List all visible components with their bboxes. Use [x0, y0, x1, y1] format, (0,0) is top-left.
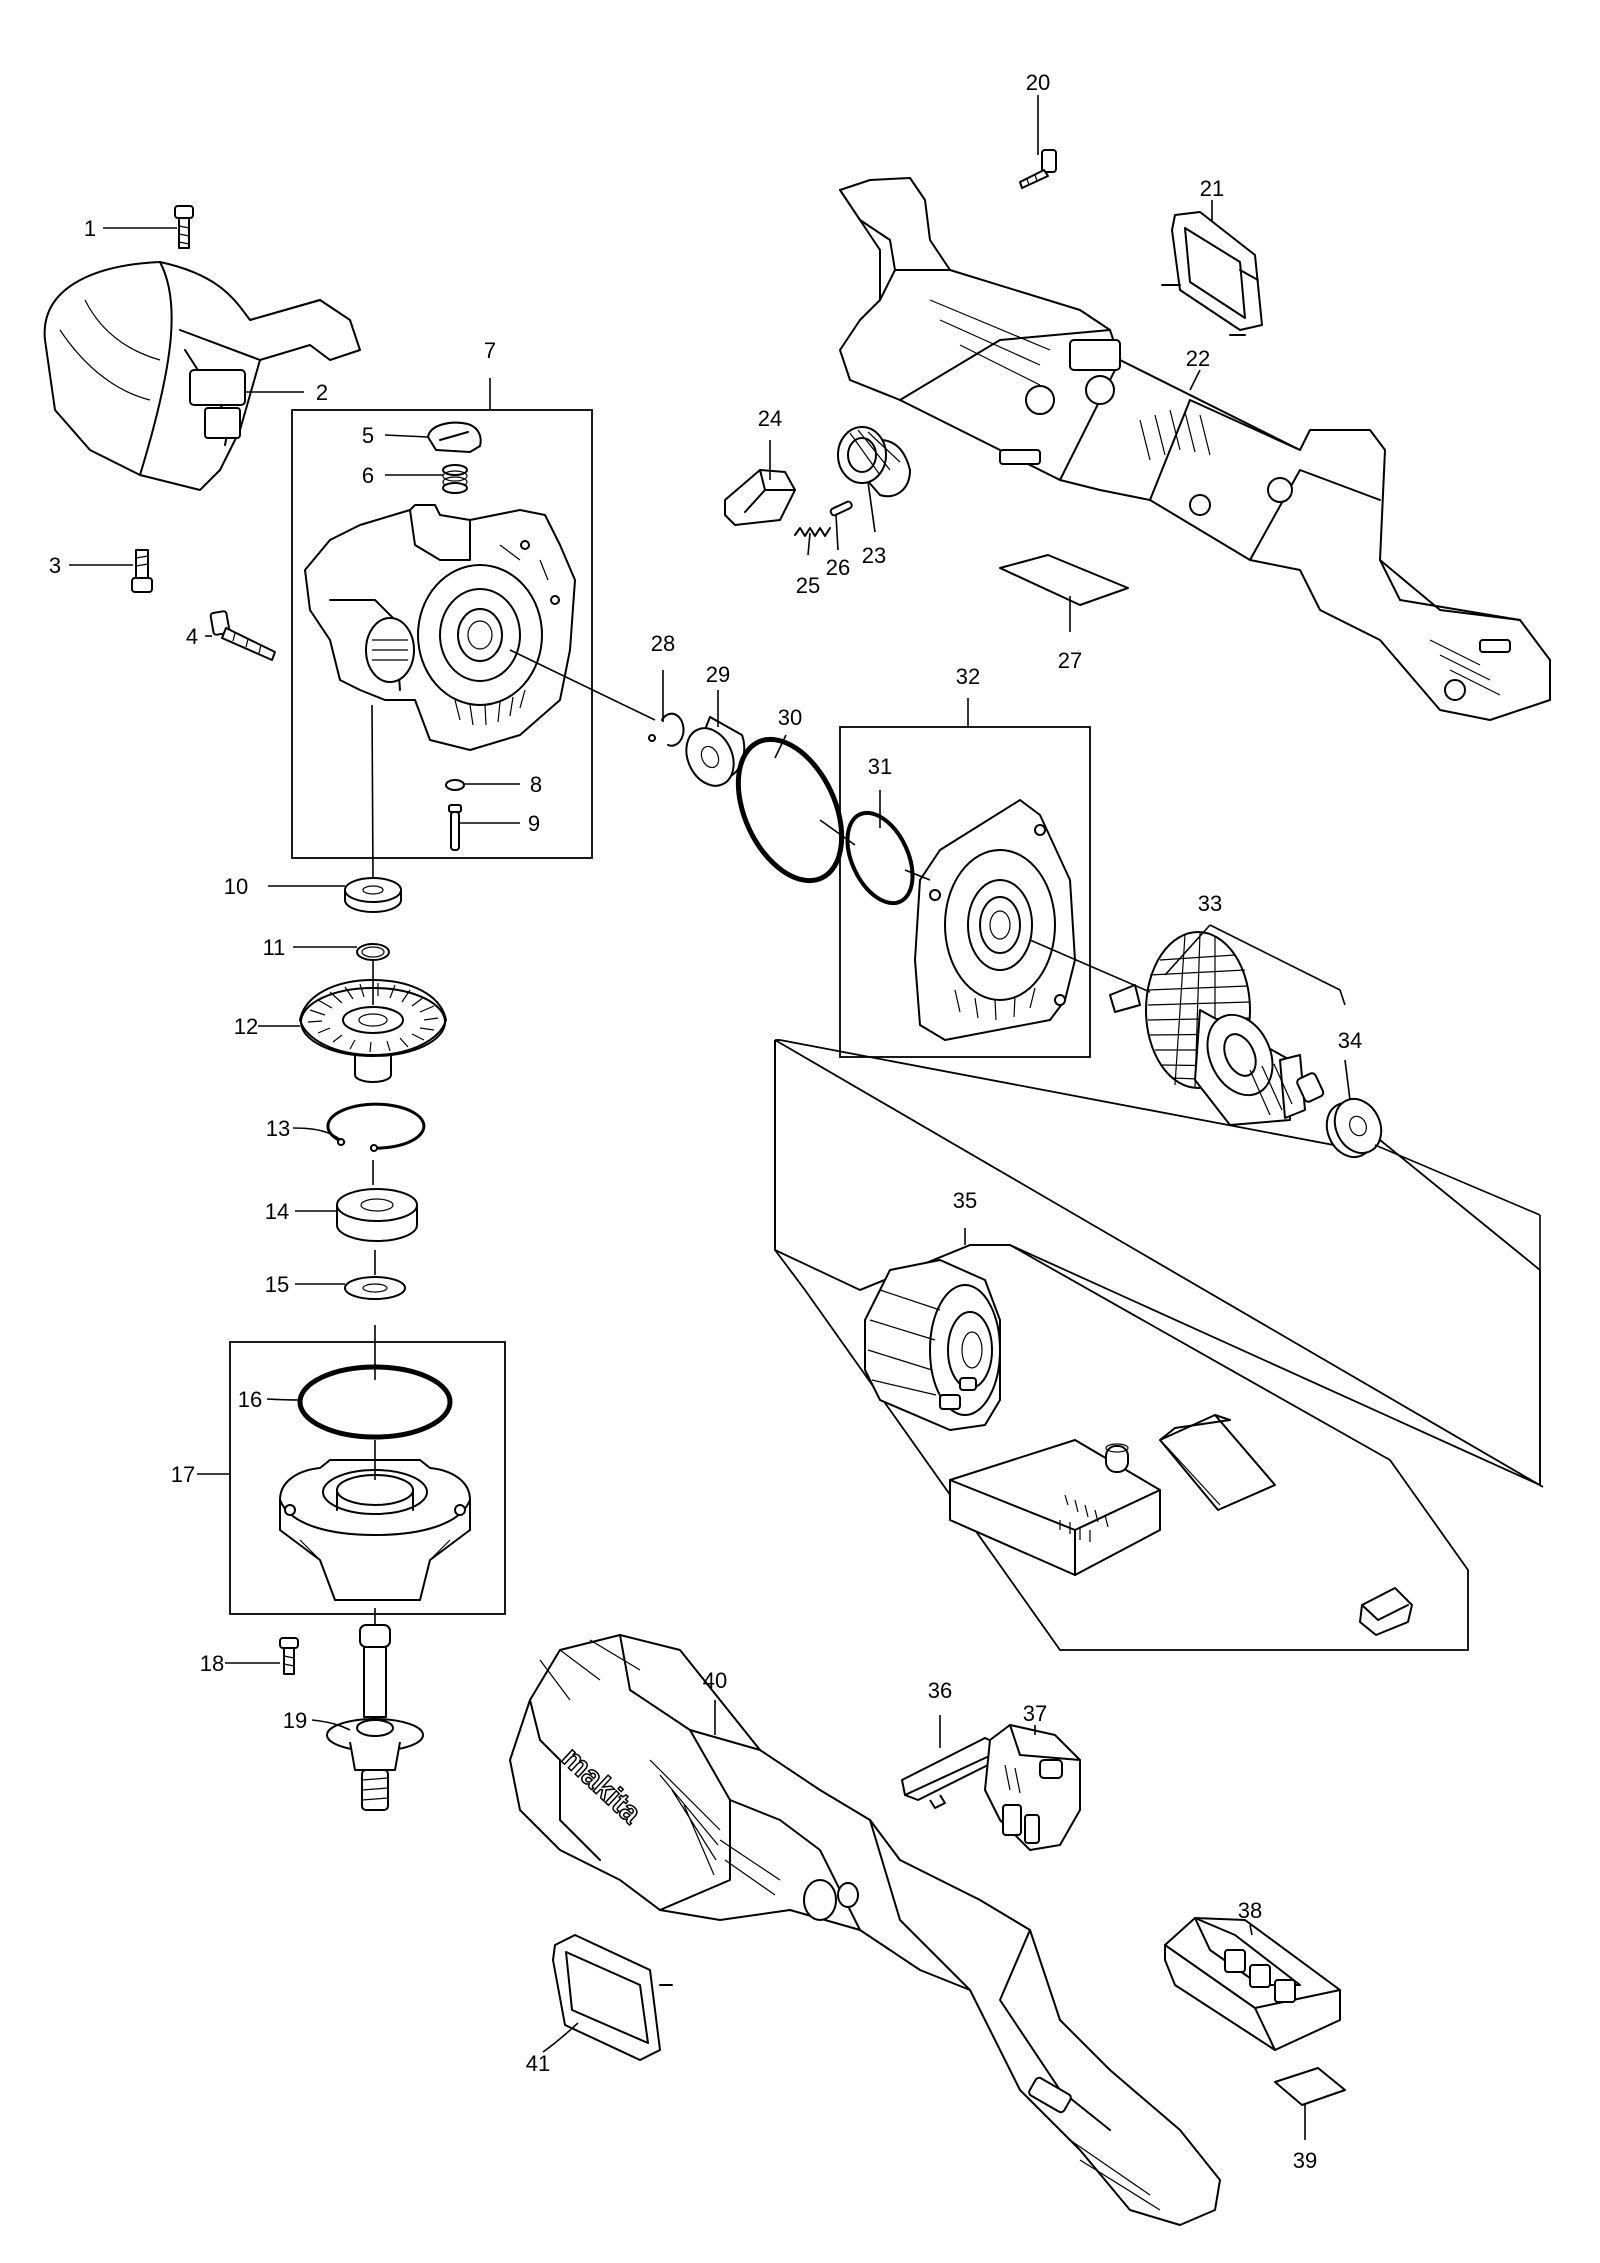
part-number-31: 31: [868, 754, 892, 779]
part-number-21: 21: [1200, 176, 1224, 201]
part-18-screw: [279, 1637, 299, 1675]
part-19-spindle: [326, 1624, 424, 1811]
part-12-bevel-gear: [299, 979, 447, 1083]
part-number-4: 4: [186, 624, 198, 649]
part-39-label: [1274, 2067, 1346, 2106]
part-20-screw: [1019, 149, 1057, 189]
part-35-stator-assembly: [864, 1259, 1413, 1636]
part-6-spring: [442, 464, 468, 494]
part-2-wheel-guard: [43, 261, 361, 491]
part-23-dial: [837, 426, 911, 498]
part-22-housing-half: [839, 177, 1551, 721]
part-10-bearing: [344, 877, 402, 913]
part-30-o-ring: [735, 736, 845, 884]
part-number-3: 3: [49, 553, 61, 578]
assembly-box-17: [229, 1341, 506, 1615]
part-number-16: 16: [238, 1387, 262, 1412]
part-number-34: 34: [1338, 1028, 1362, 1053]
part-27-label: [999, 554, 1129, 606]
part-number-32: 32: [956, 664, 980, 689]
part-1-screw: [174, 205, 194, 249]
part-number-40: 40: [703, 1668, 727, 1693]
part-number-36: 36: [928, 1678, 952, 1703]
part-number-19: 19: [283, 1708, 307, 1733]
part-number-27: 27: [1058, 648, 1082, 673]
part-number-8: 8: [530, 772, 542, 797]
part-number-18: 18: [200, 1651, 224, 1676]
part-number-33: 33: [1198, 891, 1222, 916]
part-31-o-ring: [845, 810, 915, 906]
part-17-bearing-box: [279, 1459, 471, 1601]
part-number-6: 6: [362, 463, 374, 488]
part-number-10: 10: [224, 874, 248, 899]
part-13-snap-ring: [326, 1102, 426, 1152]
assembly-box-32: [839, 726, 1091, 1058]
assembly-box-7: [291, 409, 593, 859]
part-number-15: 15: [265, 1272, 289, 1297]
part-number-14: 14: [265, 1199, 289, 1224]
part-number-22: 22: [1186, 346, 1210, 371]
part-32-motor-housing-flange: [914, 799, 1076, 1041]
motor-group-diagonal: [774, 1039, 1544, 1488]
part-number-30: 30: [778, 705, 802, 730]
part-5-cap: [427, 421, 482, 453]
part-21-cover-plate: [1161, 211, 1263, 336]
part-24-switch-actuator: [724, 469, 796, 526]
part-number-28: 28: [651, 631, 675, 656]
part-number-11: 11: [263, 935, 286, 960]
part-number-26: 26: [826, 555, 850, 580]
part-36-switch-lever: [901, 1737, 1001, 1809]
part-3-screw: [131, 549, 153, 593]
part-40-housing-half: makita: [509, 1634, 1221, 2226]
part-8-small-o-ring: [445, 779, 465, 791]
part-4-long-screw: [209, 610, 276, 661]
part-38-battery-terminal: [1164, 1917, 1341, 2051]
part-number-9: 9: [528, 811, 540, 836]
part-41-cover-plate: [552, 1934, 673, 2061]
part-number-24: 24: [758, 406, 782, 431]
part-number-5: 5: [362, 423, 374, 448]
part-15-washer: [344, 1276, 406, 1300]
part-34-bearing: [1325, 1097, 1383, 1159]
part-number-41: 41: [526, 2051, 550, 2076]
part-26-pin: [829, 500, 853, 517]
part-14-bearing: [336, 1188, 418, 1242]
part-number-7: 7: [484, 338, 496, 363]
part-number-20: 20: [1026, 70, 1050, 95]
part-number-1: 1: [84, 216, 96, 241]
part-33-armature: [1109, 931, 1325, 1126]
part-number-2: 2: [316, 380, 328, 405]
part-29-bearing: [685, 716, 746, 787]
part-7-gear-housing: [304, 504, 576, 751]
part-number-39: 39: [1293, 2148, 1317, 2173]
part-number-13: 13: [266, 1116, 290, 1141]
part-number-23: 23: [862, 543, 886, 568]
part-28-retaining-ring: [648, 712, 685, 747]
part-number-29: 29: [706, 662, 730, 687]
part-9-pin: [448, 804, 462, 851]
part-number-17: 17: [171, 1462, 195, 1487]
part-25-spring: [794, 527, 831, 537]
part-number-labels: 1234567891011121314151617181920212223242…: [49, 70, 1362, 2173]
part-number-35: 35: [953, 1188, 977, 1213]
part-37-switch: [984, 1724, 1081, 1851]
part-number-38: 38: [1238, 1898, 1262, 1923]
part-number-37: 37: [1023, 1701, 1047, 1726]
part-number-12: 12: [234, 1014, 258, 1039]
leader-lines: [69, 95, 1541, 2140]
part-number-25: 25: [796, 573, 820, 598]
part-11-retaining-ring: [356, 943, 390, 961]
